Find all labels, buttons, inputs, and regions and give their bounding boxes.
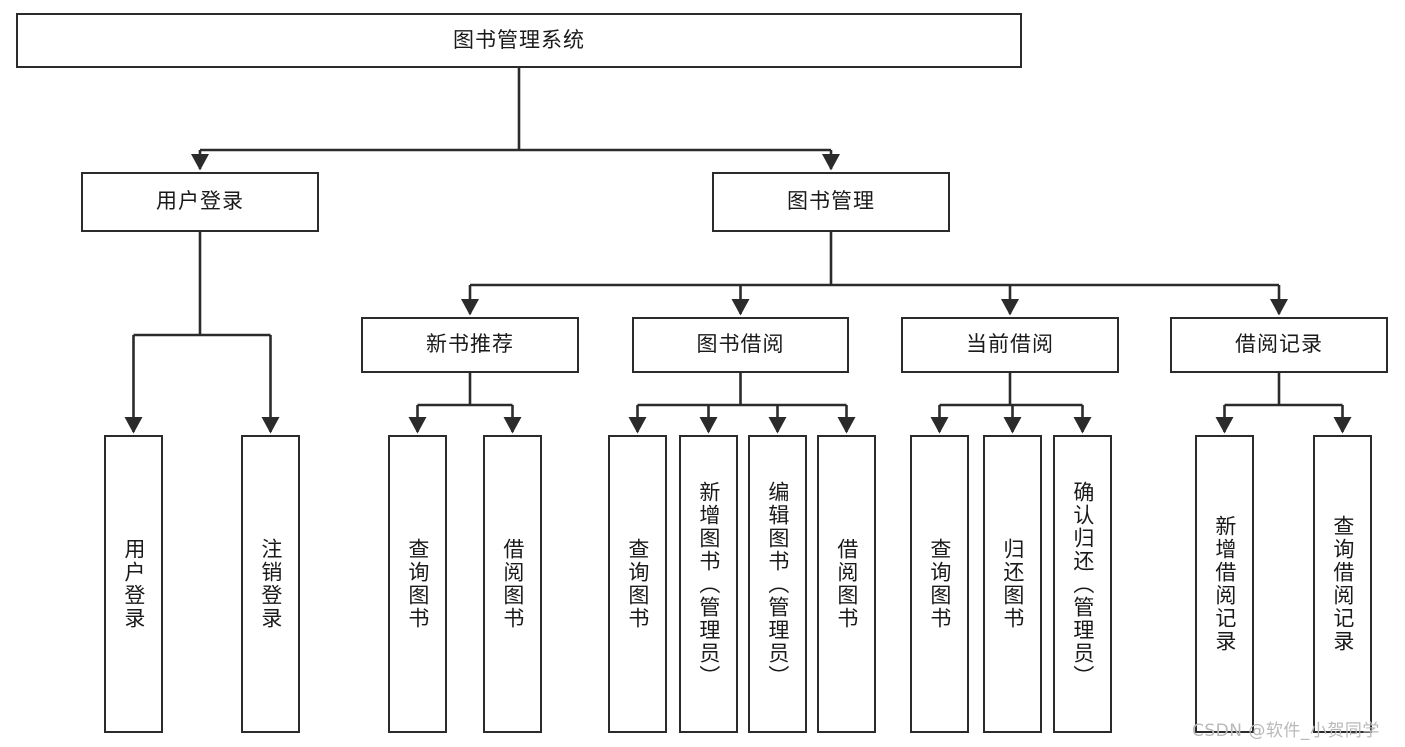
node-label: 图书借阅 [696,332,785,357]
node-label: 图书管理系统 [453,27,585,52]
node-label: 查询图书 [625,538,650,630]
node-label: 确认归还（管理员） [1070,480,1095,688]
node-l_query1[interactable]: 查询图书 [388,435,447,733]
node-l_queryrec[interactable]: 查询借阅记录 [1313,435,1372,733]
node-borrow[interactable]: 图书借阅 [632,317,849,373]
node-newbook[interactable]: 新书推荐 [361,317,579,373]
node-l_confirm[interactable]: 确认归还（管理员） [1053,435,1112,733]
node-l_return[interactable]: 归还图书 [983,435,1042,733]
node-l_edit[interactable]: 编辑图书（管理员） [748,435,807,733]
node-bookmgr[interactable]: 图书管理 [712,172,950,232]
node-label: 归还图书 [1000,538,1025,630]
node-label: 新书推荐 [426,332,514,357]
node-current[interactable]: 当前借阅 [901,317,1119,373]
node-label: 借阅记录 [1235,332,1323,357]
node-label: 用户登录 [121,538,146,630]
node-label: 借阅图书 [500,538,525,630]
node-label: 图书管理 [787,189,875,214]
node-records[interactable]: 借阅记录 [1170,317,1388,373]
node-label: 查询图书 [405,538,430,630]
node-l_login[interactable]: 用户登录 [104,435,163,733]
node-l_query3[interactable]: 查询图书 [910,435,969,733]
node-label: 当前借阅 [966,332,1054,357]
node-label: 新增借阅记录 [1212,515,1237,653]
node-l_borrow1[interactable]: 借阅图书 [483,435,542,733]
node-l_query2[interactable]: 查询图书 [608,435,667,733]
node-label: 编辑图书（管理员） [765,480,790,688]
csdn-watermark: CSDN @软件_小贺同学 [1192,721,1380,741]
node-l_borrow2[interactable]: 借阅图书 [817,435,876,733]
node-label: 查询图书 [927,538,952,630]
node-login[interactable]: 用户登录 [81,172,319,232]
node-l_addrec[interactable]: 新增借阅记录 [1195,435,1254,733]
node-label: 用户登录 [156,189,244,214]
node-label: 查询借阅记录 [1330,515,1355,653]
node-root[interactable]: 图书管理系统 [16,13,1022,68]
node-l_add[interactable]: 新增图书（管理员） [679,435,738,733]
node-label: 注销登录 [258,538,283,630]
node-label: 新增图书（管理员） [696,480,721,688]
node-label: 借阅图书 [834,538,859,630]
node-l_logout[interactable]: 注销登录 [241,435,300,733]
